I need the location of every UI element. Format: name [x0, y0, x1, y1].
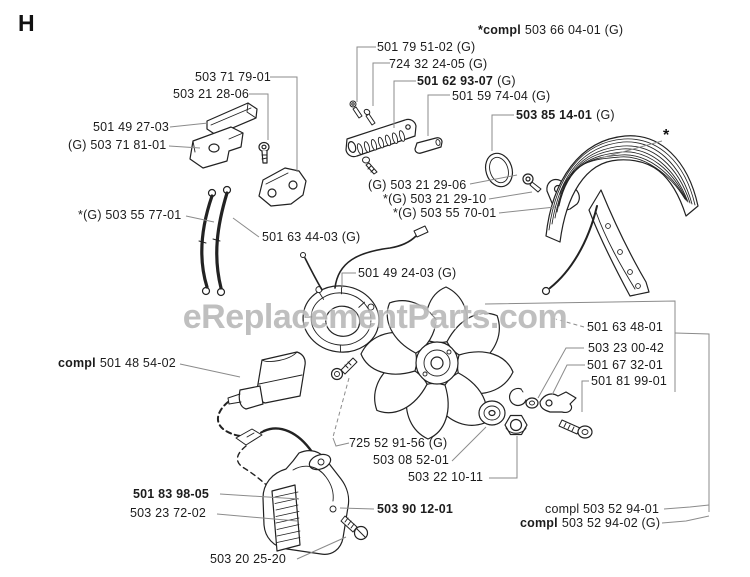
part-label-503-20-25-20: 503 20 25-20 [210, 552, 287, 566]
part-ignition-stator [302, 285, 380, 353]
leader-lines [168, 46, 710, 560]
label-bold-prefix: compl [520, 516, 558, 530]
part-label-503-90-12-01: 503 90 12-01 [377, 502, 454, 516]
label-bold-prefix: 503 85 14-01 [516, 108, 593, 122]
part-label-503-21-29-10: *(G) 503 21 29-10 [383, 192, 487, 206]
part-flywheel-screw [330, 357, 358, 381]
label-text: 503 52 94-02 (G) [561, 516, 661, 530]
part-label-503-55-77-01: *(G) 503 55 77-01 [78, 208, 182, 222]
label-text: (G) [497, 74, 516, 88]
part-label-501-81-99-01: 501 81 99-01 [591, 374, 668, 388]
part-flywheel-fan [360, 286, 514, 440]
part-starter-pawl [539, 391, 577, 413]
part-screw-lower [362, 156, 378, 175]
section-letter: H [18, 10, 35, 36]
part-label-501-67-32-01: 501 67 32-01 [587, 358, 664, 372]
part-ignition-module [262, 450, 350, 555]
part-spark-plug-cap [227, 351, 306, 410]
part-label-503-22-10-11: 503 22 10-11 [408, 470, 484, 484]
part-air-deflector [484, 152, 514, 188]
part-stator-wires [300, 225, 429, 291]
part-circlip [508, 387, 527, 407]
part-washer [525, 397, 539, 409]
part-label-503-71-79-01: 503 71 79-01 [195, 70, 272, 84]
part-label-503-21-28-06: 503 21 28-06 [173, 87, 250, 101]
part-label-503-71-81-01: (G) 503 71 81-01 [68, 138, 167, 152]
part-mounting-bracket [258, 167, 307, 207]
part-label-503-85-14-01: 503 85 14-01(G) [516, 108, 615, 122]
part-label-503-21-29-06: (G) 503 21 29-06 [368, 178, 467, 192]
part-cylinder-cover-plate [206, 102, 258, 136]
part-label-501-59-74-04: 501 59 74-04 (G) [452, 89, 551, 103]
part-pin [414, 137, 443, 154]
part-label-501-63-48-01: 501 63 48-01 [587, 320, 664, 334]
part-label-503-23-00-42: 503 23 00-42 [588, 341, 665, 355]
part-screw-washer-small [349, 100, 376, 126]
part-starter-handle-guard [545, 135, 699, 243]
part-muffler-guard [345, 118, 417, 158]
part-label-501-79-51-02: 501 79 51-02 (G) [377, 40, 476, 54]
label-text: (G) [596, 108, 615, 122]
label-bold-prefix: compl [58, 356, 96, 370]
part-label-501-63-44-03: 501 63 44-03 (G) [262, 230, 361, 244]
part-label-501-62-93-07: 501 62 93-07(G) [417, 74, 516, 88]
part-guard-wire [541, 205, 598, 296]
label-text: 501 48 54-02 [99, 356, 176, 370]
part-screw-top [258, 141, 270, 164]
label-bold-prefix: *compl [478, 23, 521, 37]
part-shield-bracket [189, 126, 244, 169]
part-guard-bracket-arm [588, 189, 650, 297]
part-label-503-52-94-01: compl 503 52 94-01 [545, 502, 660, 516]
part-ground-wires [198, 185, 232, 297]
label-text: 503 66 04-01 (G) [524, 23, 624, 37]
part-label-503-23-72-02: 503 23 72-02 [130, 506, 207, 520]
part-label-503-55-70-01: *(G) 503 55 70-01 [393, 206, 497, 220]
watermark: eReplacementParts.com [182, 298, 568, 336]
part-nut [504, 414, 528, 436]
part-label-725-52-91-56: 725 52 91-56 (G) [349, 436, 448, 450]
part-pawl-bolt [558, 419, 593, 439]
asterisk-marker: * [663, 127, 670, 144]
part-label-501-49-24-03: 501 49 24-03 (G) [358, 266, 457, 280]
part-screw-choke [522, 173, 542, 193]
label-bold-prefix: 501 62 93-07 [417, 74, 494, 88]
part-mounting-screw [340, 515, 369, 541]
part-label-503-08-52-01: 503 08 52-01 [373, 453, 450, 467]
part-starter-pulley [478, 400, 506, 426]
part-label-501-83-98-05: 501 83 98-05 [133, 487, 210, 501]
part-label-501-49-27-03: 501 49 27-03 [93, 120, 170, 134]
part-plug-wire-dashed [217, 401, 265, 438]
part-label-724-32-24-05: 724 32 24-05 (G) [389, 57, 488, 71]
